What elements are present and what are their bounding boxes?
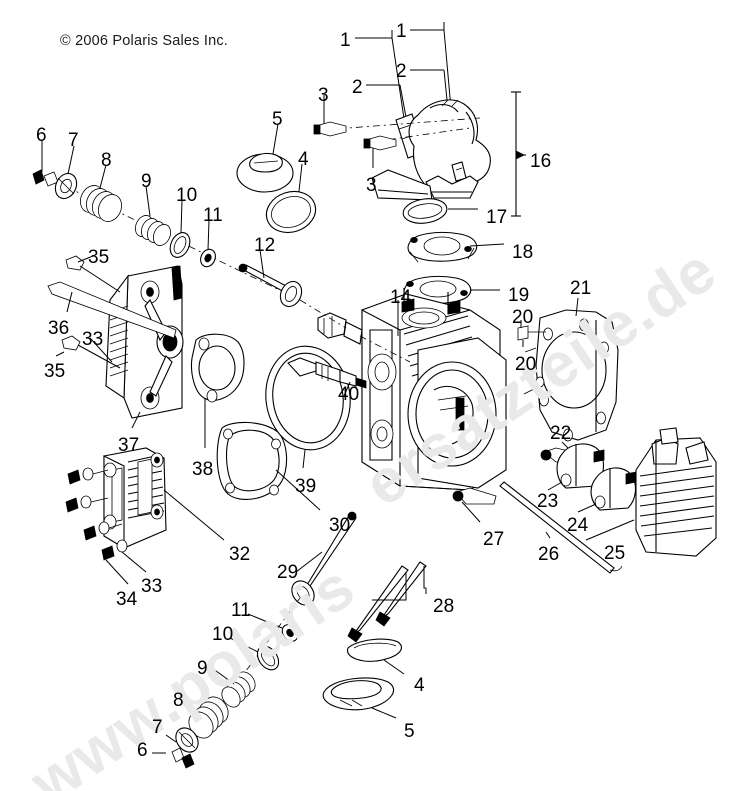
- cylinder-head-body: [361, 288, 507, 491]
- callout-valve-stem-seal: 4: [414, 675, 425, 696]
- carburetor-insulator-18: [407, 231, 505, 263]
- callout-valve-cotter: 6: [137, 740, 148, 761]
- callout-dowel-pin: 20: [512, 307, 534, 328]
- callout-manifold-flange-bolt: 3: [318, 85, 329, 106]
- valve-cap-upper: [236, 152, 294, 193]
- callout-head-bolt: 22: [550, 423, 572, 444]
- valve-cap-lower: [322, 677, 397, 719]
- valve-train-lower: [152, 597, 301, 769]
- intake-gasket-19: [403, 275, 500, 305]
- callout-cylinder-base-gasket: 21: [570, 278, 592, 299]
- callout-exhaust-manifold-gasket: 38: [192, 459, 214, 480]
- callout-head-bolt-short: 27: [483, 529, 505, 550]
- valve-cover-32: [103, 447, 225, 549]
- callout-cylinder-head: 14: [390, 287, 412, 308]
- dowel-pins-20: [517, 320, 546, 395]
- callout-spark-plug: 40: [338, 384, 360, 405]
- exhaust-gasket-38: [190, 333, 245, 448]
- callout-rocker-arm-shaft: 36: [48, 318, 70, 339]
- temp-sensor: [299, 299, 411, 363]
- callout-exhaust-valve: 29: [277, 562, 299, 583]
- cylinder-head-gasket-30: [216, 421, 321, 511]
- callout-cylinder: 25: [604, 543, 626, 564]
- callout-cylinder-stud: 28: [433, 596, 455, 617]
- callout-inner-valve-spring: 9: [197, 658, 208, 679]
- valve-seal-lower: [347, 638, 405, 675]
- callout-rocker-arm-holder: 37: [118, 435, 140, 456]
- callout-valve-stem-seal: 4: [298, 149, 309, 170]
- callout-intake-gasket: 19: [508, 285, 530, 306]
- callout-rocker-shaft-bolt: 35: [88, 247, 110, 268]
- manifold-bolts: [313, 121, 397, 151]
- callout-spring-retainer: 7: [68, 130, 79, 151]
- callout-manifold-o-ring: 17: [486, 207, 508, 228]
- long-stud-26: [499, 481, 623, 574]
- valve-cover-fasteners: [65, 467, 147, 585]
- intake-manifold: [321, 99, 491, 201]
- head-bolt-27: [452, 487, 497, 523]
- callout-intake-valve: 12: [254, 235, 276, 256]
- callout-cam-chain-tensioner-shoe: 24: [567, 515, 589, 536]
- callout-valve-cover-bolt: 33: [82, 329, 104, 350]
- callout-intake-manifold-assembly: 16: [530, 151, 552, 172]
- chain-guide-bracket-23: [547, 443, 605, 491]
- callout-inner-valve-spring: 9: [141, 171, 152, 192]
- callout-intake-clamp: 2: [352, 77, 363, 98]
- callout-valve-cotter: 6: [36, 125, 47, 146]
- valve-seal-upper: [265, 190, 317, 234]
- callout-spring-seat: 10: [176, 185, 198, 206]
- exhaust-valve-29: [291, 511, 357, 606]
- manifold-o-ring-17: [402, 198, 478, 224]
- callout-spring-seat: 10: [212, 624, 234, 645]
- callout-outer-valve-spring: 8: [101, 150, 112, 171]
- callout-spring-retainer: 7: [152, 717, 163, 738]
- copyright-notice: © 2006 Polaris Sales Inc.: [60, 33, 229, 49]
- callout-long-head-stud: 26: [538, 544, 560, 565]
- callout-cylinder-o-ring: 39: [295, 476, 317, 497]
- spark-plug-40: [287, 357, 367, 397]
- callout-cylinder-head-gasket: 30: [329, 515, 351, 536]
- rocker-arm-holder-37: [105, 265, 184, 429]
- callout-intake-clamp-screw: 1: [396, 21, 407, 42]
- callout-intake-clamp-screw: 1: [340, 30, 351, 51]
- callout-carburetor-insulator: 18: [512, 242, 534, 263]
- cylinder-studs-28: [347, 561, 427, 643]
- callout-valve-cover-bolt: 33: [141, 576, 163, 597]
- rocker-bolts: [47, 255, 177, 369]
- callout-dowel-pin: 20: [515, 354, 537, 375]
- callout-manifold-flange-bolt: 3: [366, 175, 377, 196]
- callout-valve-cap: 5: [272, 109, 283, 130]
- valve-train-upper: [32, 169, 303, 308]
- callout-intake-clamp: 2: [396, 61, 407, 82]
- callout-valve-cap: 5: [404, 721, 415, 742]
- tensioner-shoe-24: [577, 467, 637, 513]
- callout-outer-valve-spring: 8: [173, 690, 184, 711]
- callout-cam-chain-guide-bracket: 23: [537, 491, 559, 512]
- bracket-16: [511, 91, 526, 217]
- callout-valve-cover: 32: [229, 544, 251, 565]
- cylinder-25: [585, 427, 717, 557]
- callout-valve-stem-oil-seal: 11: [231, 600, 251, 621]
- cylinder-base-gasket-21: [535, 297, 619, 442]
- callout-valve-cover-washer: 34: [116, 589, 138, 610]
- callout-rocker-shaft-bolt: 35: [44, 361, 66, 382]
- callout-valve-stem-oil-seal: 11: [203, 205, 223, 226]
